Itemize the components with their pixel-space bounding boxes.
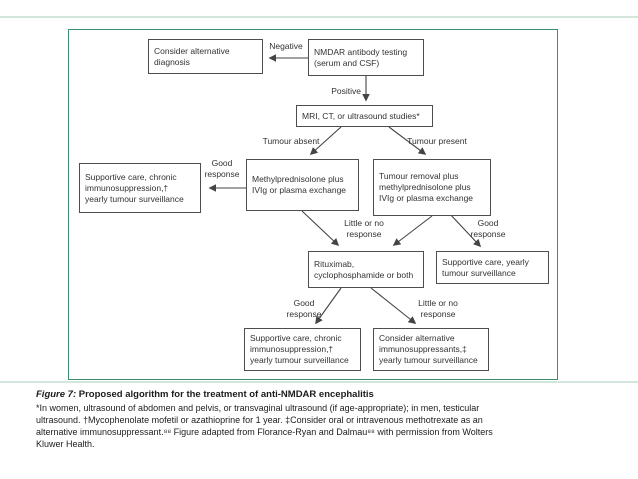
top-accent-rule bbox=[0, 16, 638, 18]
node-consider-alternative-immunosuppressants: Consider alternative immunosuppressants,… bbox=[373, 328, 489, 371]
figure-number-label: Figure 7: bbox=[36, 389, 77, 400]
node-methylprednisolone-ivig: Methylprednisolone plus IVIg or plasma e… bbox=[246, 159, 359, 211]
edge-label-little-no-response-2: Little or no response bbox=[418, 298, 458, 319]
edge-label-negative: Negative bbox=[269, 41, 303, 51]
edge-label-good-response-1: Good response bbox=[204, 158, 240, 179]
node-text: MRI, CT, or ultrasound studies* bbox=[302, 110, 420, 121]
node-imaging-studies: MRI, CT, or ultrasound studies* bbox=[296, 105, 433, 127]
node-rituximab-cyclophosphamide: Rituximab, cyclophosphamide or both bbox=[308, 251, 424, 288]
node-text: Supportive care, yearly tumour surveilla… bbox=[442, 256, 529, 278]
node-supportive-care-yearly: Supportive care, yearly tumour surveilla… bbox=[436, 251, 549, 284]
figure-frame: Consider alternative diagnosis NMDAR ant… bbox=[68, 29, 558, 380]
caption-title-text: Proposed algorithm for the treatment of … bbox=[78, 389, 374, 400]
edge-label-good-response-2: Good response bbox=[470, 218, 506, 239]
node-text: Rituximab, cyclophosphamide or both bbox=[314, 258, 414, 280]
flow-arrows bbox=[208, 54, 482, 325]
node-text: Supportive care, chronic immunosuppressi… bbox=[250, 333, 349, 365]
node-text: Tumour removal plus methylprednisolone p… bbox=[379, 171, 474, 203]
figure-caption: Figure 7: Proposed algorithm for the tre… bbox=[36, 389, 602, 450]
node-tumour-removal: Tumour removal plus methylprednisolone p… bbox=[373, 159, 491, 216]
node-text: Methylprednisolone plus IVIg or plasma e… bbox=[252, 174, 347, 195]
node-text: NMDAR antibody testing (serum and CSF) bbox=[314, 46, 408, 68]
node-text: Consider alternative immunosuppressants,… bbox=[379, 333, 478, 365]
edge-label-positive: Positive bbox=[331, 86, 361, 96]
node-text: Consider alternative diagnosis bbox=[154, 45, 230, 67]
edge-label-good-response-3: Good response bbox=[286, 298, 322, 319]
edge-label-tumour-absent: Tumour absent bbox=[262, 136, 320, 146]
edge-label-tumour-present: Tumour present bbox=[407, 136, 467, 146]
node-supportive-care-chronic-left: Supportive care, chronic immunosuppressi… bbox=[79, 163, 201, 213]
node-consider-alternative-diagnosis: Consider alternative diagnosis bbox=[148, 39, 263, 74]
caption-footnote: *In women, ultrasound of abdomen and pel… bbox=[36, 403, 493, 449]
edge-label-little-no-response-1: Little or no response bbox=[344, 218, 384, 239]
node-nmdar-antibody-testing: NMDAR antibody testing (serum and CSF) bbox=[308, 39, 424, 76]
node-text: Supportive care, chronic immunosuppressi… bbox=[85, 171, 184, 204]
caption-title: Figure 7: Proposed algorithm for the tre… bbox=[36, 389, 602, 401]
bottom-accent-rule bbox=[0, 381, 638, 383]
node-supportive-care-chronic-bottom: Supportive care, chronic immunosuppressi… bbox=[244, 328, 361, 371]
